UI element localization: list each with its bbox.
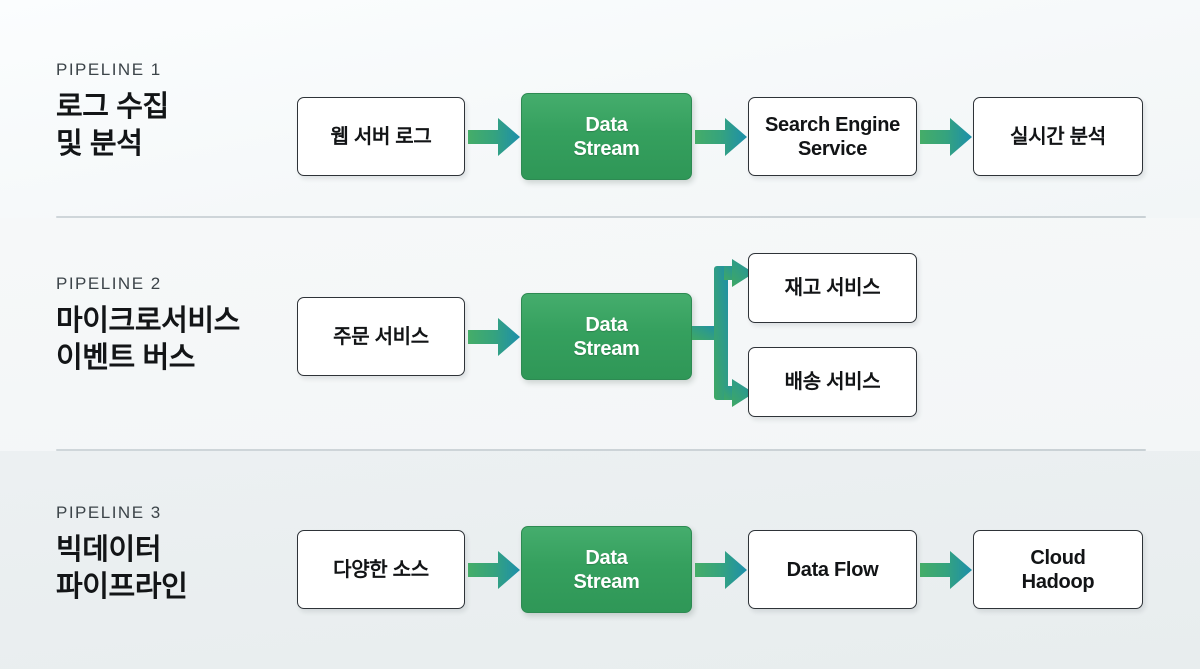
section-divider-1	[56, 216, 1146, 218]
pipeline-row-2: PIPELINE 2 마이크로서비스 이벤트 버스 주문 서비스 Data St…	[0, 218, 1200, 451]
arrow-3-3-icon	[920, 551, 972, 589]
pipeline-1-caption: PIPELINE 1 로그 수집 및 분석	[56, 60, 306, 163]
node-pipeline-2-order-service[interactable]: 주문 서비스	[297, 297, 465, 376]
node-pipeline-1-realtime-analysis[interactable]: 실시간 분석	[973, 97, 1143, 176]
node-pipeline-3-cloud-hadoop[interactable]: Cloud Hadoop	[973, 530, 1143, 609]
node-pipeline-3-data-flow[interactable]: Data Flow	[748, 530, 917, 609]
node-pipeline-2-data-stream[interactable]: Data Stream	[521, 293, 692, 380]
node-pipeline-3-data-stream[interactable]: Data Stream	[521, 526, 692, 613]
arrow-1-3-icon	[920, 118, 972, 156]
section-divider-2	[56, 449, 1146, 451]
node-pipeline-1-search-engine[interactable]: Search Engine Service	[748, 97, 917, 176]
node-pipeline-2-delivery-service[interactable]: 배송 서비스	[748, 347, 917, 417]
pipeline-2-caption: PIPELINE 2 마이크로서비스 이벤트 버스	[56, 274, 306, 377]
arrow-3-1-icon	[468, 551, 520, 589]
node-pipeline-1-data-stream[interactable]: Data Stream	[521, 93, 692, 180]
pipeline-3-headline: 빅데이터 파이프라인	[56, 534, 188, 604]
arrow-1-1-icon	[468, 118, 520, 156]
node-pipeline-3-various-sources[interactable]: 다양한 소스	[297, 530, 465, 609]
node-pipeline-1-source[interactable]: 웹 서버 로그	[297, 97, 465, 176]
pipeline-row-1: PIPELINE 1 로그 수집 및 분석 웹 서버 로그 Data Strea…	[0, 0, 1200, 218]
pipeline-row-3: PIPELINE 3 빅데이터 파이프라인 다양한 소스 Data Stream…	[0, 451, 1200, 669]
pipeline-3-kicker: PIPELINE 3	[56, 503, 162, 522]
arrow-2-1-icon	[468, 318, 520, 356]
arrow-1-2-icon	[695, 118, 747, 156]
fork-connector-icon	[692, 228, 754, 428]
pipeline-2-headline: 마이크로서비스 이벤트 버스	[56, 305, 240, 375]
node-pipeline-2-inventory-service[interactable]: 재고 서비스	[748, 253, 917, 323]
pipeline-3-caption: PIPELINE 3 빅데이터 파이프라인	[56, 503, 306, 606]
pipeline-1-headline: 로그 수집 및 분석	[56, 91, 169, 161]
arrow-3-2-icon	[695, 551, 747, 589]
pipeline-2-kicker: PIPELINE 2	[56, 274, 162, 293]
pipeline-1-kicker: PIPELINE 1	[56, 60, 162, 79]
